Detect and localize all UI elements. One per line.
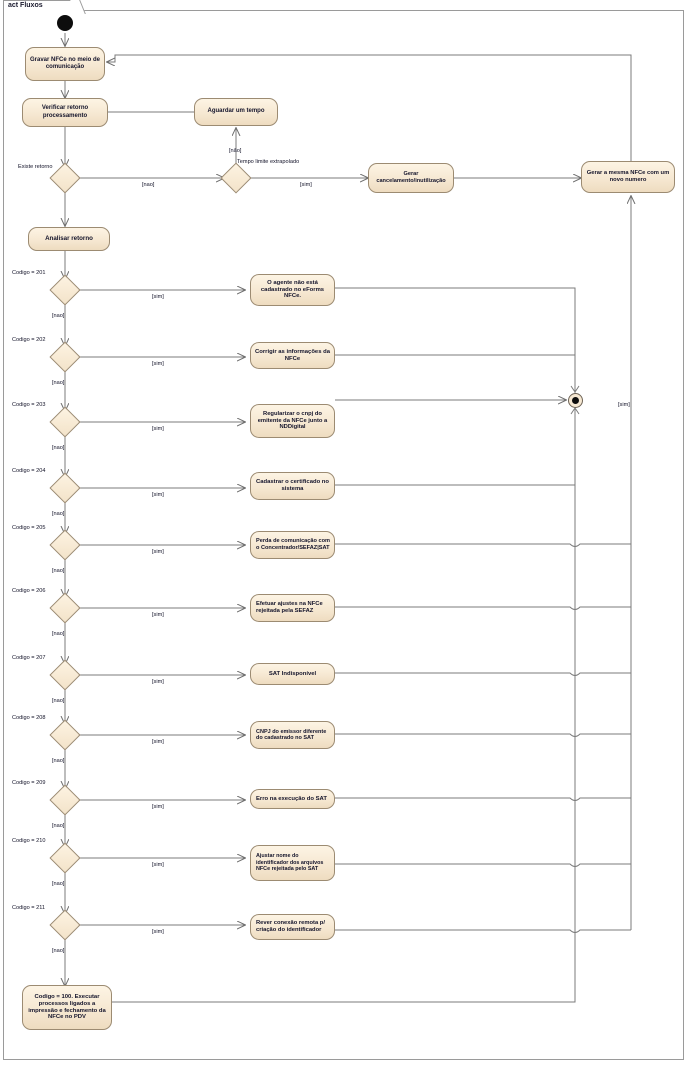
action-codigo-210[interactable]: Ajustar nome do identificador dos arquiv… (250, 845, 335, 881)
action-codigo-203[interactable]: Regularizar o cnpj do emitente da NFCe j… (250, 404, 335, 438)
guard-nao-211: [nao] (52, 948, 65, 954)
activity-final-node (568, 393, 583, 408)
diagram-tab-label: act Fluxos (8, 2, 43, 9)
action-codigo-202[interactable]: Corrigir as informações da NFCe (250, 342, 335, 369)
action-codigo-209[interactable]: Erro na execução do SAT (250, 789, 335, 809)
activity-verificar-retorno[interactable]: Verificar retorno processamento (22, 98, 108, 127)
guard-sim-206: [sim] (152, 612, 164, 618)
guard-nao-206: [nao] (52, 631, 65, 637)
action-codigo-211[interactable]: Rever conexão remota p/ criação do ident… (250, 914, 335, 940)
decision-code-label-211: Codigo = 211 (12, 905, 46, 911)
guard-nao-203: [nao] (52, 445, 65, 451)
final-node-inner-dot (572, 397, 579, 404)
guard-nao-201: [nao] (52, 313, 65, 319)
guard-sim-204: [sim] (152, 492, 164, 498)
action-codigo-208[interactable]: CNPJ do emissor diferente do cadastrado … (250, 721, 335, 749)
guard-nao-202: [nao] (52, 380, 65, 386)
decision-code-label-203: Codigo = 203 (12, 402, 46, 408)
initial-node (57, 15, 73, 31)
action-codigo-201[interactable]: O agente não está cadastrado no eForms N… (250, 274, 335, 306)
decision-code-label-205: Codigo = 205 (12, 525, 46, 531)
decision-code-label-210: Codigo = 210 (12, 838, 46, 844)
decision-code-label-207: Codigo = 207 (12, 655, 46, 661)
decision-code-label-209: Codigo = 209 (12, 780, 46, 786)
diagram-tab[interactable]: act Fluxos (3, 0, 86, 14)
guard-sim-201: [sim] (152, 294, 164, 300)
guard-nao-207: [nao] (52, 698, 65, 704)
activity-gravar-nfce[interactable]: Gravar NFCe no meio de comunicação (25, 47, 105, 81)
activity-codigo-100-final[interactable]: Codigo = 100. Executar processos ligados… (22, 985, 112, 1030)
guard-sim-210: [sim] (152, 862, 164, 868)
activity-gerar-mesma-nfce[interactable]: Gerar a mesma NFCe com um novo numero (581, 161, 675, 193)
guard-tempo-limite-sim: [sim] (300, 182, 312, 188)
guard-sim-211: [sim] (152, 929, 164, 935)
decision-code-label-201: Codigo = 201 (12, 270, 46, 276)
guard-existe-retorno: Existe retorno (18, 164, 53, 170)
guard-sim-207: [sim] (152, 679, 164, 685)
guard-tempo-limite: Tempo limite extrapolado (237, 159, 300, 165)
action-codigo-205[interactable]: Perda de comunicação com o Concentrador/… (250, 531, 335, 559)
activity-gerar-cancelamento[interactable]: Gerar cancelamento/inutilização (368, 163, 454, 193)
guard-sim-202: [sim] (152, 361, 164, 367)
activity-aguardar-tempo[interactable]: Aguardar um tempo (194, 98, 278, 126)
guard-sim-208: [sim] (152, 739, 164, 745)
action-codigo-206[interactable]: Efetuar ajustes na NFCe rejeitada pela S… (250, 594, 335, 622)
activity-analisar-retorno[interactable]: Analisar retorno (28, 227, 110, 251)
decision-code-label-202: Codigo = 202 (12, 337, 46, 343)
action-codigo-207[interactable]: SAT Indisponível (250, 663, 335, 685)
guard-existe-retorno-nao: [nao] (142, 182, 155, 188)
decision-code-label-208: Codigo = 208 (12, 715, 46, 721)
tab-skew-edge (70, 0, 86, 14)
decision-code-label-206: Codigo = 206 (12, 588, 46, 594)
guard-nao-210: [nao] (52, 881, 65, 887)
guard-tempo-limite-nao: [não] (229, 148, 242, 154)
guard-nao-209: [nao] (52, 823, 65, 829)
action-codigo-204[interactable]: Cadastrar o certificado no sistema (250, 472, 335, 500)
guard-right-branch-sim: [sim] (618, 402, 630, 408)
guard-nao-208: [nao] (52, 758, 65, 764)
guard-sim-209: [sim] (152, 804, 164, 810)
decision-code-label-204: Codigo = 204 (12, 468, 46, 474)
guard-sim-203: [sim] (152, 426, 164, 432)
guard-nao-204: [nao] (52, 511, 65, 517)
guard-nao-205: [nao] (52, 568, 65, 574)
guard-sim-205: [sim] (152, 549, 164, 555)
